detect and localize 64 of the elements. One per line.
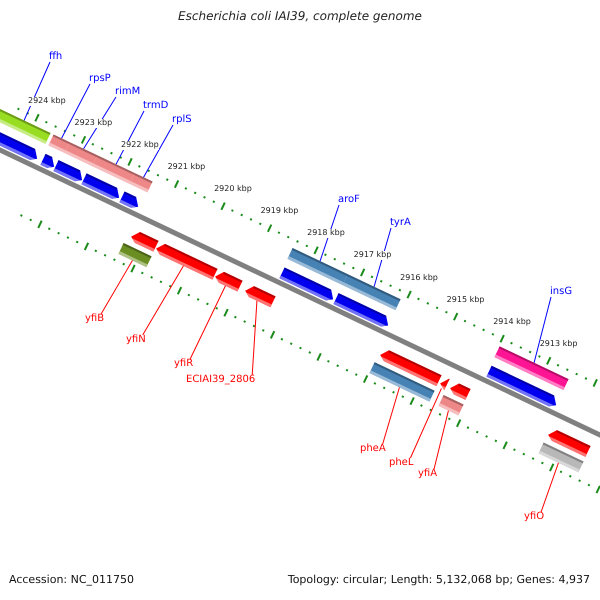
gene-shape [450,384,471,400]
gene-shape [215,272,243,292]
footer-text: Topology: circular; Length: 5,132,068 bp; Genes: 4,937 [288,574,590,586]
scale-label: 2919 kbp [260,207,298,216]
gene-bar [369,362,435,402]
gene-shape [40,154,54,168]
scale-label: 2921 kbp [168,163,206,172]
scale-label: 2923 kbp [74,118,112,128]
gene-label: yfiR [174,358,194,369]
gene-shape [53,160,82,182]
leader-line [252,300,258,376]
leader-line [100,260,133,314]
gene-bar [64,142,98,166]
scale-label: 2914 kbp [493,318,531,327]
gene-label: rpsP [89,73,111,84]
scale-label: 2924 kbp [28,96,66,106]
gene-label: yfiN [126,334,146,345]
gene-label: yfiO [524,511,544,522]
leader-line [434,410,449,470]
gene-shape [440,378,450,390]
gene-label: pheA [360,443,386,454]
scale-label: 2913 kbp [540,340,578,349]
scale-label: 2922 kbp [121,140,159,150]
leader-line [142,265,184,336]
gene-label: yfiB [85,313,104,324]
gene-shape [119,191,138,208]
gene-shape [333,293,388,327]
gene-label: rimM [115,86,140,97]
scale-label: 2915 kbp [446,296,484,304]
scale-label: 2918 kbp [307,229,345,238]
gene-shape [0,131,38,160]
gene-bar [118,243,152,268]
gene-label: aroF [338,194,360,205]
gene-shape [486,366,556,406]
gene-bar [438,395,464,416]
gene-label: ECIAI39_2806 [186,374,256,385]
leader-line [374,228,392,288]
scale-label: 2920 kbp [214,185,252,194]
leader-line [61,84,90,139]
gene-bar [538,442,584,472]
leader-line [382,386,400,444]
gene-shape [81,173,120,199]
scale-label: 2916 kbp [400,274,438,282]
gene-shape [131,232,159,252]
gene-label: pheL [389,457,414,468]
gene-shape [279,267,334,300]
scale-label: 2917 kbp [354,251,392,260]
gene-label: tyrA [390,217,411,228]
gene-label: trmD [143,100,168,111]
gene-shape [156,244,218,280]
gene-label: yfiA [418,468,438,479]
gene-shape [245,286,276,308]
leader-line [410,388,442,458]
leader-line [540,462,559,512]
footer-text: Accession: NC_011750 [9,574,134,586]
gene-label: insG [550,286,572,297]
leader-line [143,124,174,178]
leader-line [190,285,226,360]
gene-label: rplS [172,114,192,125]
gene-bar [129,172,153,192]
gene-label: ffh [49,51,62,62]
leader-line [534,296,552,364]
leader-line [116,110,144,165]
title: Escherichia coli IAI39, complete genome [177,10,423,24]
